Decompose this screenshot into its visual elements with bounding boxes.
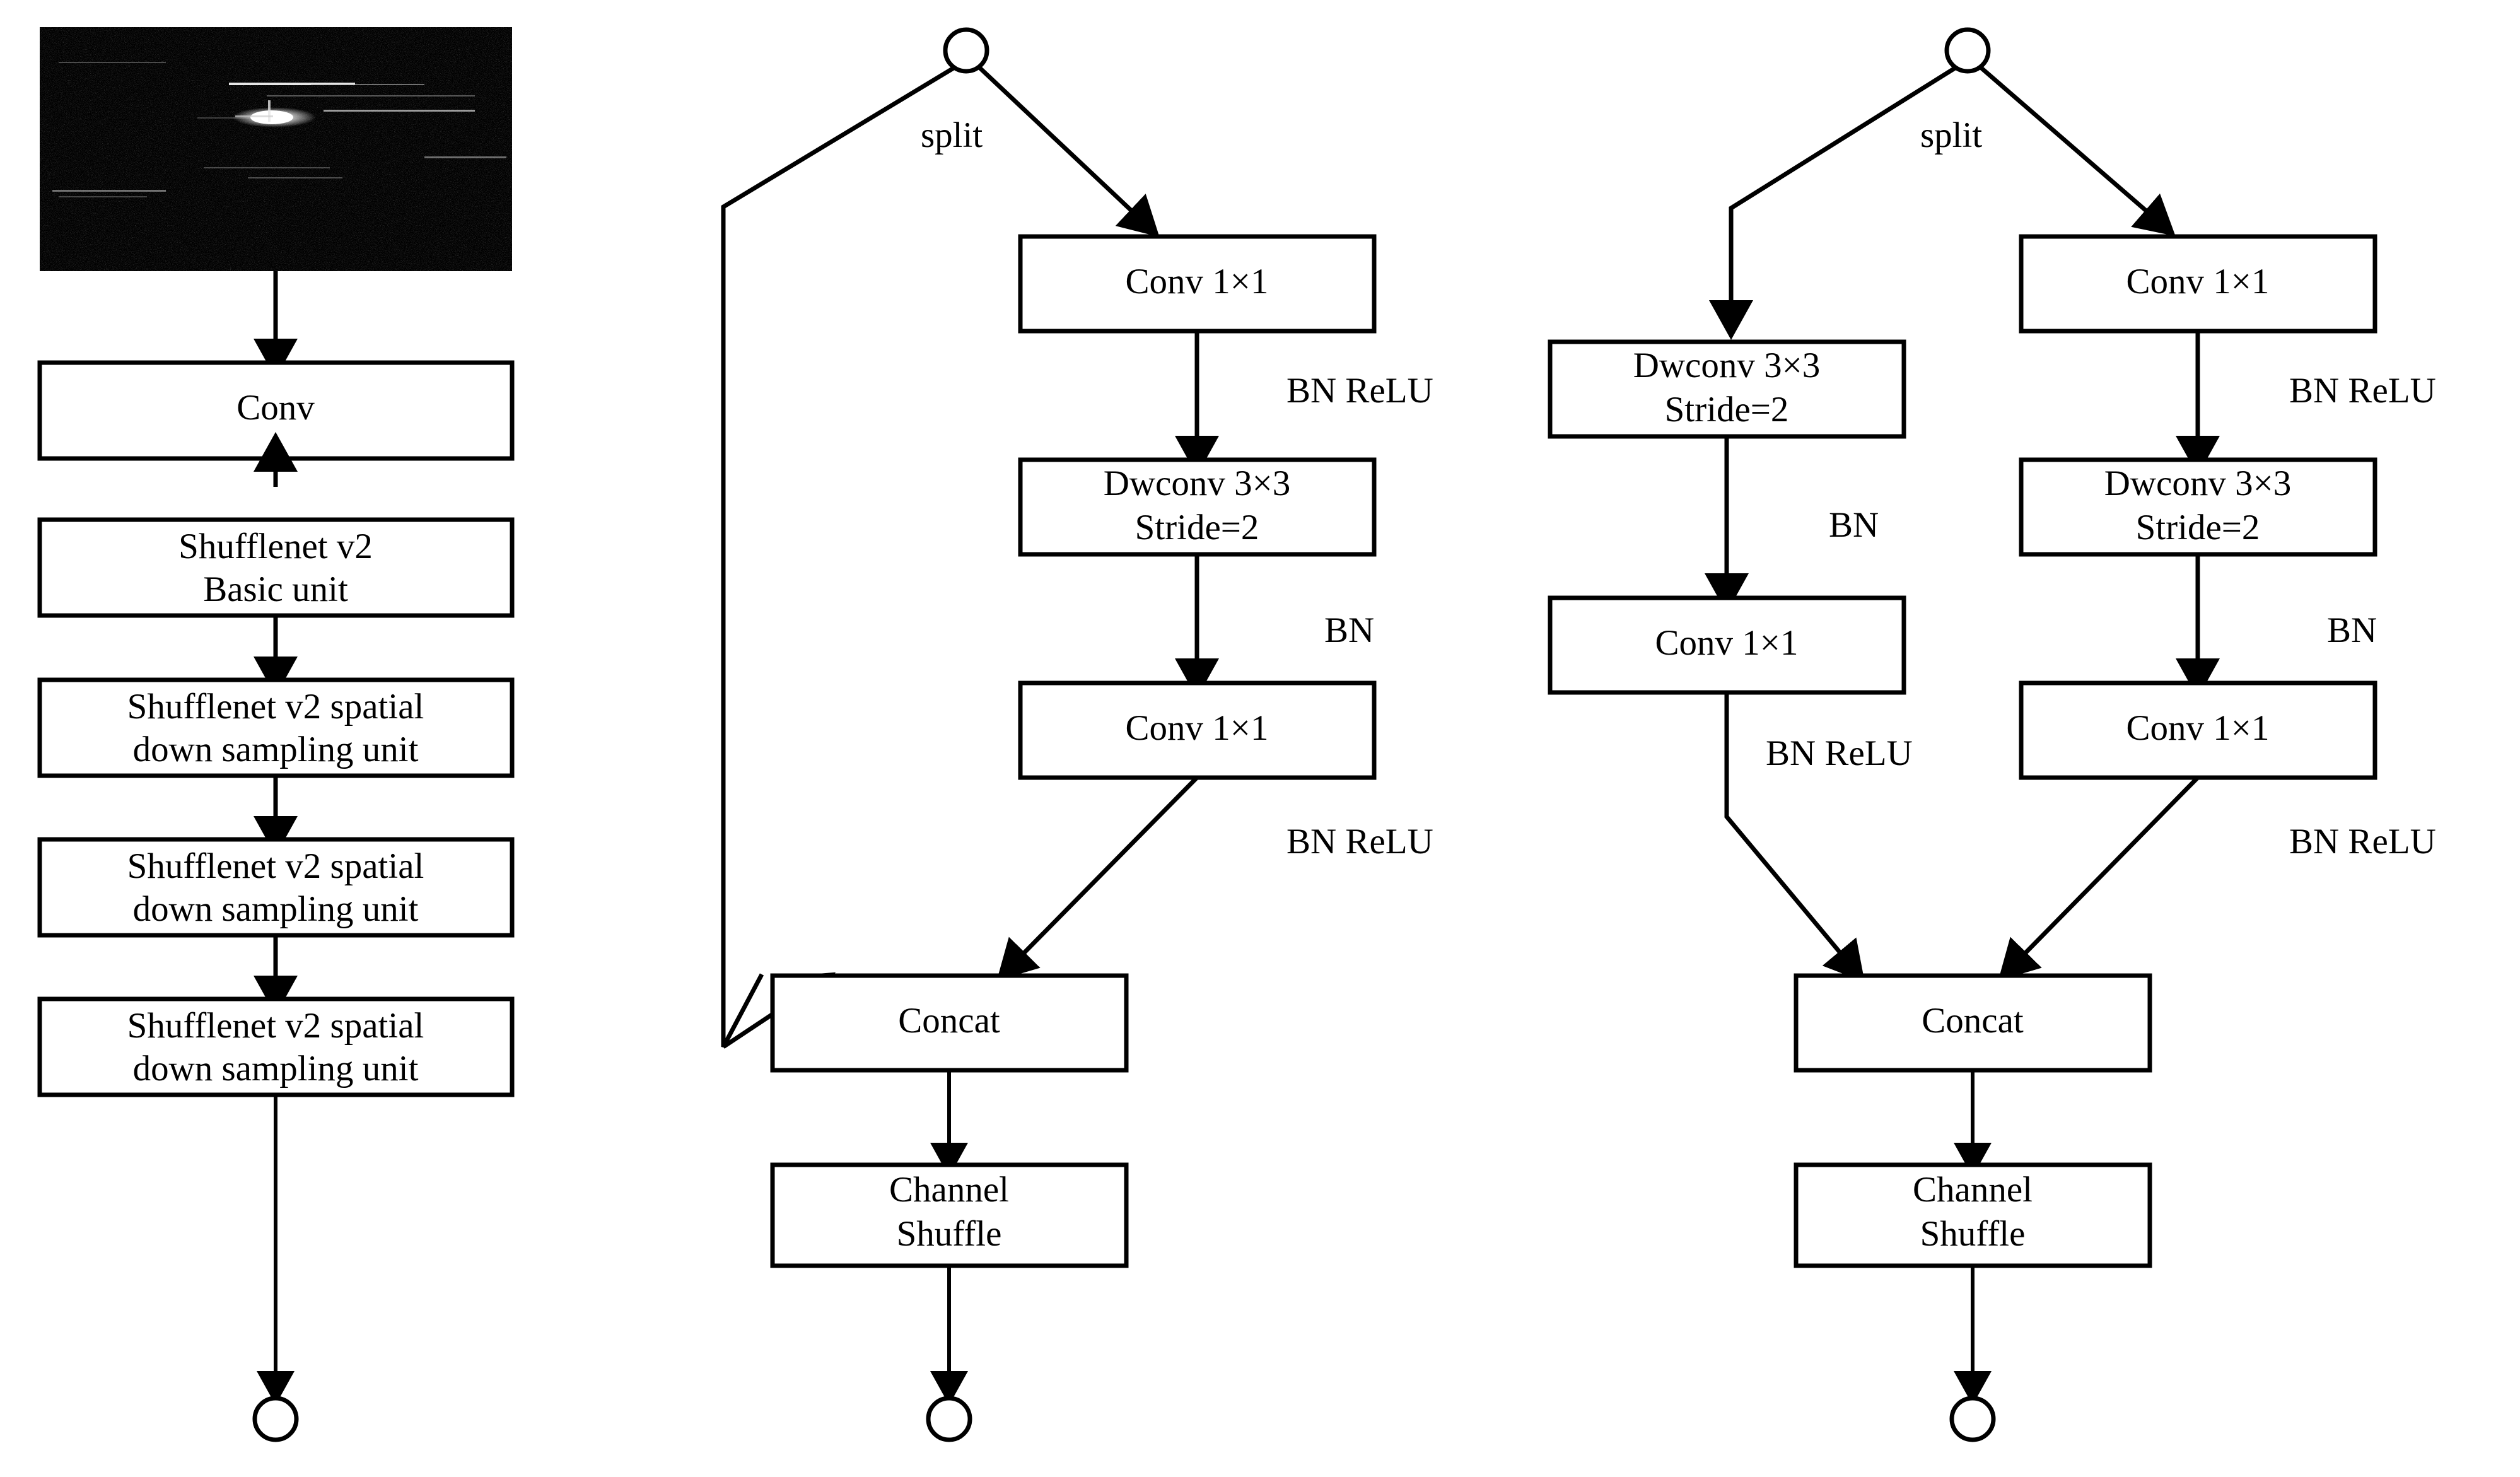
edge-label-middle-bn-1: BN bbox=[1324, 610, 1374, 650]
box-middle-conv1x1-bottom[interactable] bbox=[1018, 680, 1377, 780]
arrow-split-to-conv1x1-right bbox=[1980, 66, 2176, 236]
output-node-circle-basic-unit[interactable] bbox=[926, 1396, 972, 1442]
box-down-sampling-unit-2-line1: Shufflenet v2 spatial bbox=[127, 846, 424, 886]
box-middle-concat[interactable] bbox=[770, 973, 1129, 1073]
edge-label-right-bn-2: BN bbox=[2327, 610, 2377, 650]
edge-label-right-bn-relu-3: BN ReLU bbox=[2289, 822, 2436, 861]
box-down-sampling-unit-3-line1: Shufflenet v2 spatial bbox=[127, 1006, 424, 1046]
box-right-conv1x1-top[interactable] bbox=[2019, 234, 2377, 334]
box-right-conv1x1-bottom-label: Conv 1×1 bbox=[2126, 708, 2270, 748]
arrow-split-to-dwconv-left bbox=[1709, 66, 1956, 340]
box-right-dwconv-right-line2: Stride=2 bbox=[2136, 508, 2260, 547]
box-middle-channel-shuffle[interactable] bbox=[770, 1162, 1129, 1268]
split-label-down-unit: split bbox=[1920, 115, 1982, 155]
box-middle-conv1x1-top[interactable] bbox=[1018, 234, 1377, 334]
box-right-concat-label: Concat bbox=[1922, 1001, 2024, 1041]
edge-label-right-bn-left: BN bbox=[1829, 505, 1879, 545]
box-right-conv1x1-bottom[interactable] bbox=[2019, 680, 2377, 780]
box-middle-conv1x1-top-label: Conv 1×1 bbox=[1126, 262, 1269, 301]
box-middle-dwconv[interactable] bbox=[1018, 457, 1377, 557]
edge-label-middle-bn-relu-2: BN ReLU bbox=[1286, 822, 1433, 861]
box-middle-conv1x1-bottom-label: Conv 1×1 bbox=[1126, 708, 1269, 748]
box-down-sampling-unit-3-line2: down sampling unit bbox=[133, 1049, 419, 1089]
box-right-dwconv-right-line1: Dwconv 3×3 bbox=[2104, 464, 2292, 503]
arrow-right-conv1x1-bottom-to-concat bbox=[1998, 776, 2200, 981]
box-right-channel-shuffle-line1: Channel bbox=[1913, 1170, 2033, 1210]
box-conv-label: Conv bbox=[236, 388, 315, 428]
arrow-right-conv1x1-left-to-concat bbox=[1724, 692, 1865, 983]
box-middle-dwconv-line2: Stride=2 bbox=[1135, 508, 1259, 547]
box-down-sampling-unit-1-line2: down sampling unit bbox=[133, 730, 419, 769]
output-node-circle-down-unit[interactable] bbox=[1949, 1396, 1996, 1442]
box-middle-channel-shuffle-line2: Shuffle bbox=[897, 1214, 1002, 1254]
box-right-conv1x1-top-label: Conv 1×1 bbox=[2126, 262, 2270, 301]
box-right-concat[interactable] bbox=[1794, 973, 2152, 1073]
sar-image-canvas bbox=[40, 27, 512, 271]
input-node-circle-basic-unit[interactable] bbox=[943, 27, 989, 74]
box-right-dwconv-left-line1: Dwconv 3×3 bbox=[1633, 346, 1821, 385]
box-right-dwconv-left-line2: Stride=2 bbox=[1665, 390, 1789, 429]
box-down-sampling-unit-1-line1: Shufflenet v2 spatial bbox=[127, 687, 424, 727]
box-right-dwconv-left[interactable] bbox=[1548, 339, 1906, 439]
edge-label-right-bn-relu-left: BN ReLU bbox=[1766, 733, 1913, 773]
edge-label-middle-bn-relu-1: BN ReLU bbox=[1286, 371, 1433, 411]
box-shufflenet-basic-unit-line2: Basic unit bbox=[203, 569, 348, 609]
box-right-dwconv-right[interactable] bbox=[2019, 457, 2377, 557]
sar-input-image bbox=[40, 27, 512, 271]
box-down-sampling-unit-1[interactable] bbox=[37, 677, 515, 778]
box-right-conv1x1-left[interactable] bbox=[1548, 595, 1906, 695]
box-middle-channel-shuffle-line1: Channel bbox=[889, 1170, 1009, 1210]
split-label-basic-unit: split bbox=[921, 115, 983, 155]
box-middle-concat-label: Concat bbox=[898, 1001, 1000, 1041]
arrow-middle-conv1x1-to-concat bbox=[996, 776, 1199, 981]
box-shufflenet-basic-unit-line1: Shufflenet v2 bbox=[178, 527, 373, 566]
box-middle-dwconv-line1: Dwconv 3×3 bbox=[1104, 464, 1291, 503]
box-down-sampling-unit-3[interactable] bbox=[37, 996, 515, 1097]
box-right-conv1x1-left-label: Conv 1×1 bbox=[1655, 623, 1799, 663]
edge-split-left-skip bbox=[721, 66, 955, 1048]
input-node-circle-down-unit[interactable] bbox=[1944, 27, 1991, 74]
output-node-circle-backbone[interactable] bbox=[252, 1396, 299, 1442]
box-down-sampling-unit-2-line2: down sampling unit bbox=[133, 889, 419, 929]
box-right-channel-shuffle[interactable] bbox=[1794, 1162, 2152, 1268]
box-right-channel-shuffle-line2: Shuffle bbox=[1920, 1214, 2026, 1254]
edge-label-right-bn-relu-1: BN ReLU bbox=[2289, 371, 2436, 411]
box-shufflenet-basic-unit[interactable] bbox=[37, 517, 515, 618]
arrow-split-to-conv1x1 bbox=[978, 66, 1160, 237]
